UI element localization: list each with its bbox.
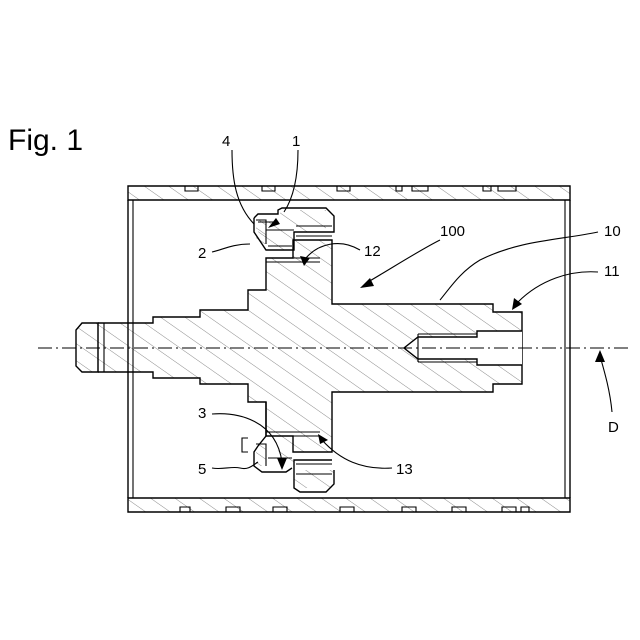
label-D: D [608,419,619,436]
label-3: 3 [198,405,206,422]
label-10: 10 [604,223,621,240]
shaft-body [76,240,522,452]
label-1: 1 [292,133,300,150]
label-5: 5 [198,461,206,478]
figure-title: Fig. 1 [8,124,83,157]
label-2: 2 [198,245,206,262]
label-4: 4 [222,133,230,150]
label-12: 12 [364,243,381,260]
label-100: 100 [440,223,465,240]
label-11: 11 [604,263,620,280]
label-13: 13 [396,461,413,478]
